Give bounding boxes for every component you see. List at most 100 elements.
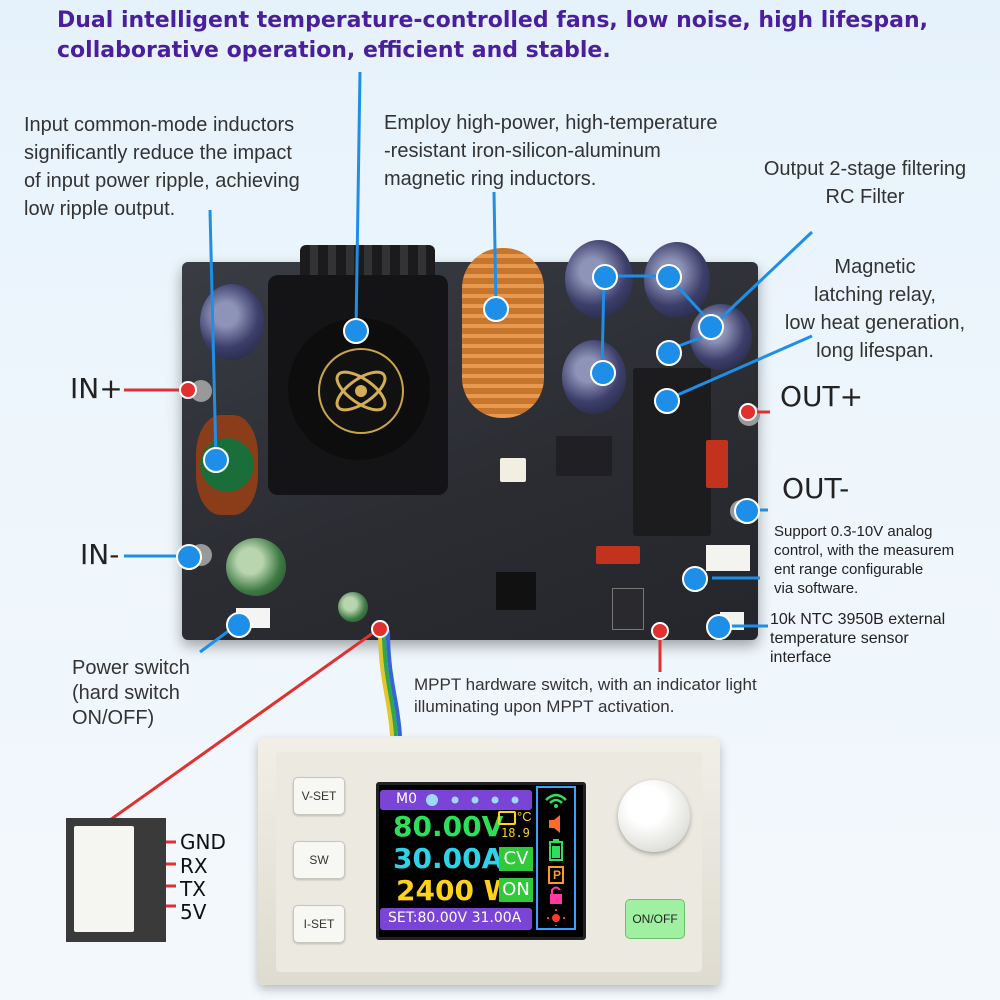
status-icons (545, 793, 567, 926)
note-line: -resistant iron-silicon-aluminum (384, 140, 661, 162)
note-line: via software. (774, 580, 859, 597)
speaker-icon (549, 815, 560, 833)
status-sidebar (536, 786, 576, 930)
callout-dot-cap-2 (656, 264, 682, 290)
callout-dot-power-switch (226, 612, 252, 638)
mppt-switch[interactable] (612, 588, 644, 630)
controller-chip (496, 572, 536, 610)
wifi-icon (545, 793, 567, 808)
callout-dot-ring (483, 296, 509, 322)
memory-mode: M0 (396, 791, 417, 807)
headline-line-1: Dual intelligent temperature-controlled … (57, 8, 928, 33)
callout-dot-cap-4 (698, 314, 724, 340)
note-line: low heat generation, (784, 312, 966, 334)
marker-in-plus (179, 381, 197, 399)
fan-logo-icon (318, 348, 404, 434)
note-line: significantly reduce the impact (24, 142, 292, 164)
note-analog: Support 0.3-10V analog control, with the… (774, 522, 954, 598)
note-relay: Magnetic latching relay, low heat genera… (760, 253, 990, 365)
callout-dot-ntc (706, 614, 732, 640)
marker-comm-port (371, 620, 389, 638)
cv-badge: CV (499, 847, 533, 871)
callout-dot-analog (682, 566, 708, 592)
headline-line-2: collaborative operation, efficient and s… (57, 38, 611, 63)
sw-button[interactable]: SW (293, 841, 345, 879)
label-out-plus: OUT+ (780, 380, 864, 413)
note-line: temperature sensor (770, 630, 909, 647)
callout-dot-inductor (203, 447, 229, 473)
note-line: Power switch (72, 657, 190, 679)
note-line: interface (770, 649, 832, 666)
note-inductor: Input common-mode inductors significantl… (24, 111, 300, 223)
sun-icon (547, 909, 565, 926)
note-line: Employ high-power, high-temperature (384, 112, 718, 134)
set-line: SET:80.00V 31.00A (388, 910, 522, 926)
temp-readout: 18.9 (501, 826, 530, 840)
set-bar (380, 908, 532, 930)
note-line: Support 0.3-10V analog (774, 523, 933, 540)
callout-dot-rc (656, 340, 682, 366)
note-line: MPPT hardware switch, with an indicator … (414, 675, 757, 694)
green-capacitor (226, 538, 286, 596)
vset-button[interactable]: V-SET (293, 777, 345, 815)
note-line: Output 2-stage filtering (763, 158, 967, 180)
power-mosfet (556, 436, 612, 476)
note-ring-inductor: Employ high-power, high-temperature -res… (384, 109, 718, 193)
note-line: long lifespan. (816, 340, 934, 362)
on-badge: ON (499, 878, 533, 902)
note-power-switch: Power switch (hard switch ON/OFF) (72, 656, 190, 731)
memory-dots (426, 794, 519, 806)
label-in-plus: IN+ (70, 372, 123, 405)
label-out-minus: OUT- (782, 472, 850, 505)
callout-dot-fan (343, 318, 369, 344)
p-badge-icon (548, 866, 564, 884)
note-ntc: 10k NTC 3950B external temperature senso… (770, 610, 945, 667)
red-resistor (596, 546, 640, 564)
power-readout: 2400 W (396, 874, 515, 907)
note-line: magnetic ring inductors. (384, 168, 597, 190)
analog-connector (706, 545, 750, 571)
headline: Dual intelligent temperature-controlled … (57, 6, 957, 66)
callout-dot-cap-1 (592, 264, 618, 290)
callout-dot-in-minus (176, 544, 202, 570)
callout-dot-cap-3 (590, 360, 616, 386)
note-mppt: MPPT hardware switch, with an indicator … (414, 674, 757, 718)
current-readout: 30.00A (393, 842, 504, 875)
magnetic-ring-inductor (462, 248, 544, 418)
comm-connector-housing (74, 826, 134, 932)
note-line: ent range configurable (774, 561, 924, 578)
red-capacitor (706, 440, 728, 488)
note-filter: Output 2-stage filtering RC Filter (740, 155, 990, 211)
callout-dot-out-minus (734, 498, 760, 524)
p-badge: P (553, 868, 562, 882)
temp-unit: °C (517, 809, 532, 824)
pin-5v: 5V (180, 900, 207, 924)
note-line: illuminating upon MPPT activation. (414, 697, 675, 716)
lock-icon (550, 886, 562, 904)
note-line: of input power ripple, achieving (24, 170, 300, 192)
fan-connector (500, 458, 526, 482)
note-line: ON/OFF) (72, 707, 155, 729)
note-line: RC Filter (825, 186, 905, 208)
callout-dot-relay (654, 388, 680, 414)
label-in-minus: IN- (80, 538, 120, 571)
note-line: control, with the measurem (774, 542, 955, 559)
pin-tx: TX (180, 877, 206, 901)
small-capacitor (338, 592, 368, 622)
iset-button[interactable]: I-SET (293, 905, 345, 943)
pin-gnd: GND (180, 830, 226, 854)
marker-out-plus (739, 403, 757, 421)
note-line: 10k NTC 3950B external (770, 611, 946, 628)
encoder-knob[interactable] (618, 780, 690, 852)
note-line: Input common-mode inductors (24, 114, 295, 136)
voltage-readout: 80.00V (393, 810, 504, 843)
marker-mppt (651, 622, 669, 640)
onoff-button[interactable]: ON/OFF (625, 899, 685, 939)
pin-rx: RX (180, 854, 208, 878)
note-line: low ripple output. (24, 198, 176, 220)
note-line: latching relay, (814, 284, 936, 306)
note-line: Magnetic (834, 256, 916, 278)
thermometer-icon (498, 811, 516, 825)
battery-icon (549, 839, 563, 861)
note-line: (hard switch (72, 682, 180, 704)
